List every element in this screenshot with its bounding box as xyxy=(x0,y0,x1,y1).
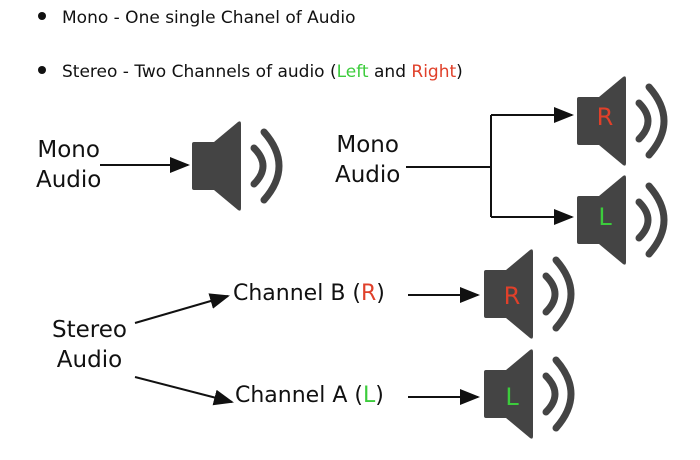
label-line: Stereo xyxy=(52,317,127,343)
bullet-mono-text: Mono - One single Chanel of Audio xyxy=(62,8,356,28)
channel-a-label: Channel A (L) xyxy=(235,383,384,408)
bullet-stereo-text: Stereo - Two Channels of audio ( xyxy=(62,62,337,82)
speaker-letter-r: R xyxy=(504,282,521,310)
bullet-mono: Mono - One single Chanel of Audio xyxy=(38,8,355,28)
label-line: Audio xyxy=(56,347,123,373)
bullet-dot xyxy=(38,12,46,20)
mono-audio-label: Mono Audio xyxy=(36,135,101,195)
channel-b-text: Channel B ( xyxy=(233,281,361,306)
left-word: Left xyxy=(336,62,369,82)
speaker-icon-r xyxy=(577,76,664,165)
label-line: Audio xyxy=(335,162,401,188)
speaker-icon xyxy=(192,121,279,210)
channel-a-letter: L xyxy=(362,383,376,408)
speaker-icon-r xyxy=(484,249,571,338)
stereo-arrow-a xyxy=(134,376,234,406)
close-paren: ) xyxy=(456,62,463,82)
speaker-letter-r: R xyxy=(597,103,614,131)
label-line: Mono xyxy=(336,132,399,158)
close-paren: ) xyxy=(376,281,385,306)
channel-b-label: Channel B (R) xyxy=(233,281,385,306)
speaker-icon-l xyxy=(484,349,571,438)
bullet-dot xyxy=(38,66,46,74)
right-word: Right xyxy=(411,62,457,82)
channel-a-text: Channel A ( xyxy=(235,383,363,408)
and-word: and xyxy=(368,62,412,82)
stereo-arrow-b xyxy=(134,293,230,324)
mono-split-label: Mono Audio xyxy=(335,130,400,190)
channel-b-letter: R xyxy=(360,281,377,306)
speaker-letter-l: L xyxy=(505,383,519,411)
close-paren: ) xyxy=(375,383,384,408)
label-line: Audio xyxy=(36,167,102,193)
speaker-icon-l xyxy=(577,175,664,264)
bullet-stereo: Stereo - Two Channels of audio (Left and… xyxy=(38,62,463,82)
label-line: Mono xyxy=(37,137,100,163)
speaker-letter-l: L xyxy=(598,203,612,231)
stereo-audio-label: Stereo Audio xyxy=(52,315,127,375)
